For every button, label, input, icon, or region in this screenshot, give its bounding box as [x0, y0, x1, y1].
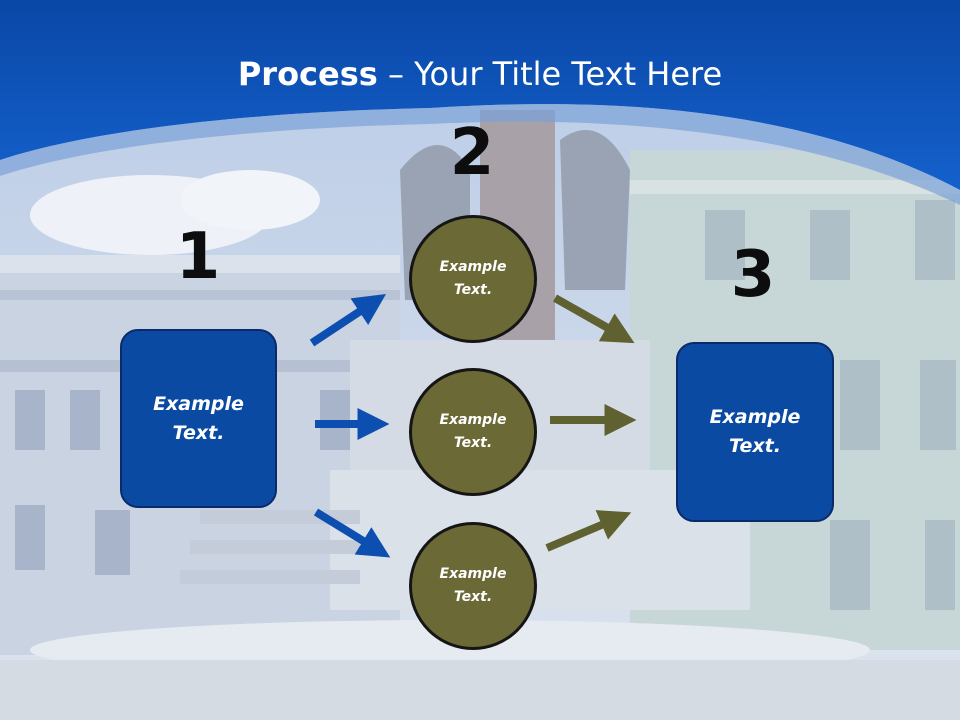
- slide-title: Process – Your Title Text Here: [0, 52, 960, 96]
- circle-top-text: Example Text.: [439, 259, 507, 298]
- arrow-circle-bottom-to-right: [545, 510, 632, 552]
- right-step-box[interactable]: Example Text.: [676, 342, 834, 522]
- circle-middle[interactable]: Example Text.: [409, 368, 537, 496]
- title-rest-part: – Your Title Text Here: [377, 55, 723, 93]
- arrow-left-to-circle-top: [309, 294, 387, 347]
- arrow-circle-top-to-right: [553, 294, 635, 344]
- circle-bottom-text: Example Text.: [439, 566, 507, 605]
- step-number-1: 1: [175, 220, 221, 294]
- step-number-2: 2: [449, 116, 495, 190]
- left-step-box[interactable]: Example Text.: [120, 329, 277, 508]
- circle-middle-text: Example Text.: [439, 412, 507, 451]
- right-step-box-text: Example Text.: [709, 406, 801, 457]
- circle-bottom[interactable]: Example Text.: [409, 522, 537, 650]
- step-number-3: 3: [730, 238, 776, 312]
- left-step-box-text: Example Text.: [153, 392, 244, 444]
- arrow-left-to-circle-bottom: [313, 508, 391, 558]
- title-bold-part: Process: [237, 55, 378, 93]
- circle-top[interactable]: Example Text.: [409, 215, 537, 343]
